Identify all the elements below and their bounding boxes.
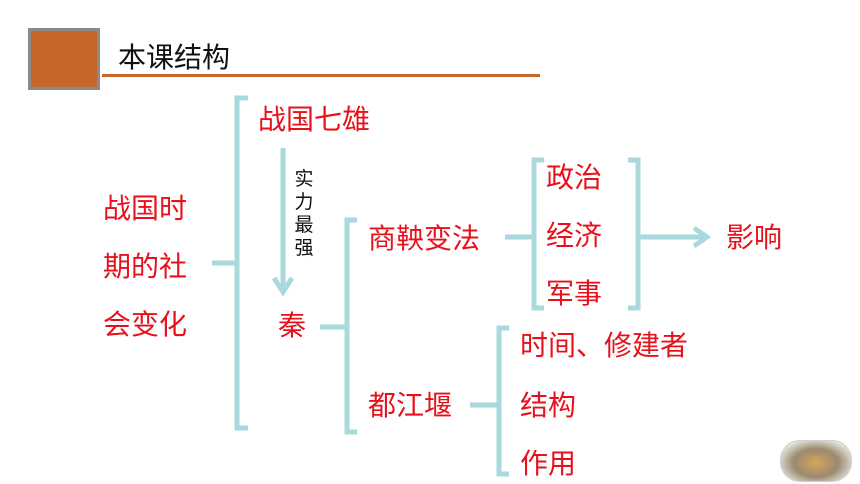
reform-node: 商鞅变法 <box>368 222 481 255</box>
title-color-block <box>28 28 100 90</box>
reform-bracket <box>531 157 544 311</box>
dujiangyan-node: 都江堰 <box>368 389 453 422</box>
dujiangyan-bracket <box>496 325 509 477</box>
corner-logo-icon <box>780 440 852 482</box>
reform-item-economy: 经济 <box>546 219 603 252</box>
strongest-arrow-head <box>271 276 295 297</box>
root-line-3: 会变化 <box>103 308 188 341</box>
reform-item-military: 军事 <box>546 277 603 310</box>
dujiangyan-item-structure: 结构 <box>520 389 577 422</box>
influence-node: 影响 <box>726 221 783 254</box>
root-line-2: 期的社 <box>103 250 188 283</box>
dujiangyan-item-time-builder: 时间、修建者 <box>520 329 689 362</box>
root-line-1: 战国时 <box>103 192 188 225</box>
strongest-note: 实力最强 <box>294 168 314 259</box>
title-underline <box>102 74 540 77</box>
qin-node: 秦 <box>278 309 307 342</box>
reform-items-bracket <box>628 157 641 311</box>
influence-arrow-head <box>692 225 712 249</box>
warring-states-node: 战国七雄 <box>258 103 371 136</box>
main-bracket <box>234 95 248 431</box>
dujiangyan-item-function: 作用 <box>520 447 577 480</box>
qin-bracket <box>344 217 357 435</box>
reform-item-politics: 政治 <box>546 161 603 194</box>
page-title: 本课结构 <box>118 41 231 74</box>
